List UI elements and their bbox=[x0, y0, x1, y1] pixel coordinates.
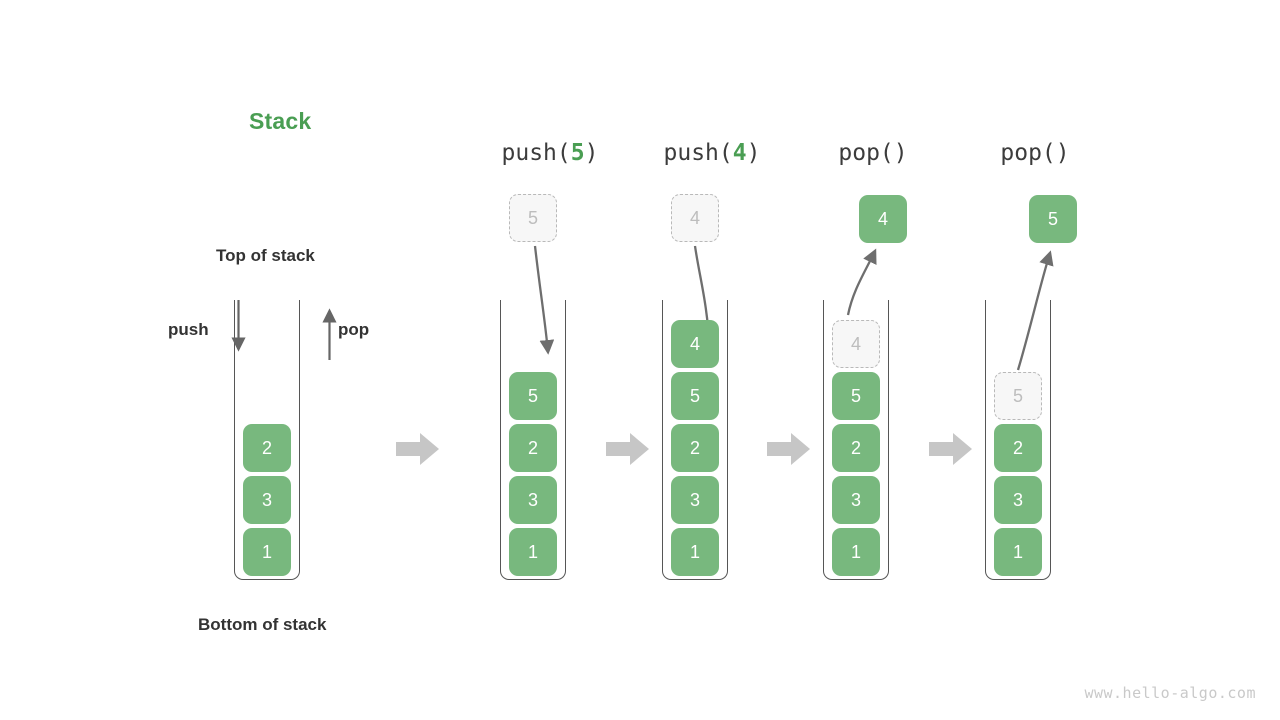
stack-item: 5 bbox=[832, 372, 880, 420]
stack-item: 1 bbox=[243, 528, 291, 576]
stack-item: 1 bbox=[994, 528, 1042, 576]
operation-arg: 5 bbox=[570, 140, 585, 166]
flow-arrow bbox=[767, 433, 810, 465]
operation-header: pop() bbox=[935, 140, 1135, 166]
operation-header: pop() bbox=[773, 140, 973, 166]
operation-header: push(5) bbox=[450, 140, 650, 166]
operation-name: pop( bbox=[838, 140, 894, 166]
stack-item: 2 bbox=[243, 424, 291, 472]
stack-column-pop-5: pop() 5 5 2 3 1 bbox=[935, 0, 1135, 720]
watermark: www.hello-algo.com bbox=[1084, 684, 1256, 702]
stack-item: 3 bbox=[509, 476, 557, 524]
operation-close: ) bbox=[746, 140, 761, 166]
stack-container bbox=[234, 300, 300, 580]
stack-item: 1 bbox=[832, 528, 880, 576]
stack-column-push-5: push(5) 5 5 2 3 1 bbox=[450, 0, 650, 720]
stack-item: 3 bbox=[994, 476, 1042, 524]
operation-close: ) bbox=[1055, 140, 1070, 166]
stack-item: 3 bbox=[671, 476, 719, 524]
stack-container bbox=[823, 300, 889, 580]
operation-name: pop( bbox=[1000, 140, 1056, 166]
stack-container bbox=[985, 300, 1051, 580]
stack-item: 3 bbox=[832, 476, 880, 524]
removed-ghost-box: 4 bbox=[832, 320, 880, 368]
stack-item: 4 bbox=[671, 320, 719, 368]
stack-item: 2 bbox=[994, 424, 1042, 472]
operation-name: push( bbox=[663, 140, 733, 166]
stack-item: 1 bbox=[671, 528, 719, 576]
stack-item: 2 bbox=[671, 424, 719, 472]
flow-arrow bbox=[396, 433, 439, 465]
page-title: Stack bbox=[249, 108, 312, 134]
pop-label: pop bbox=[338, 320, 370, 339]
flow-arrow bbox=[929, 433, 972, 465]
stack-item: 3 bbox=[243, 476, 291, 524]
removed-ghost-box: 5 bbox=[994, 372, 1042, 420]
stack-item: 2 bbox=[832, 424, 880, 472]
stack-container bbox=[500, 300, 566, 580]
stack-column-initial: 2 3 1 bbox=[184, 0, 384, 720]
operation-arg: 4 bbox=[732, 140, 747, 166]
stack-column-pop-4: pop() 4 4 5 2 3 1 bbox=[773, 0, 973, 720]
flow-arrow bbox=[606, 433, 649, 465]
stack-item: 1 bbox=[509, 528, 557, 576]
operation-close: ) bbox=[584, 140, 599, 166]
top-of-stack-label: Top of stack bbox=[216, 246, 315, 265]
stack-item: 5 bbox=[671, 372, 719, 420]
popped-box: 5 bbox=[1029, 195, 1077, 243]
stack-item: 5 bbox=[509, 372, 557, 420]
stack-container bbox=[662, 300, 728, 580]
bottom-of-stack-label: Bottom of stack bbox=[198, 615, 327, 634]
push-label: push bbox=[168, 320, 209, 339]
incoming-ghost-box: 5 bbox=[509, 194, 557, 242]
popped-box: 4 bbox=[859, 195, 907, 243]
operation-close: ) bbox=[893, 140, 908, 166]
operation-name: push( bbox=[501, 140, 571, 166]
incoming-ghost-box: 4 bbox=[671, 194, 719, 242]
stack-item: 2 bbox=[509, 424, 557, 472]
operation-header: push(4) bbox=[612, 140, 812, 166]
